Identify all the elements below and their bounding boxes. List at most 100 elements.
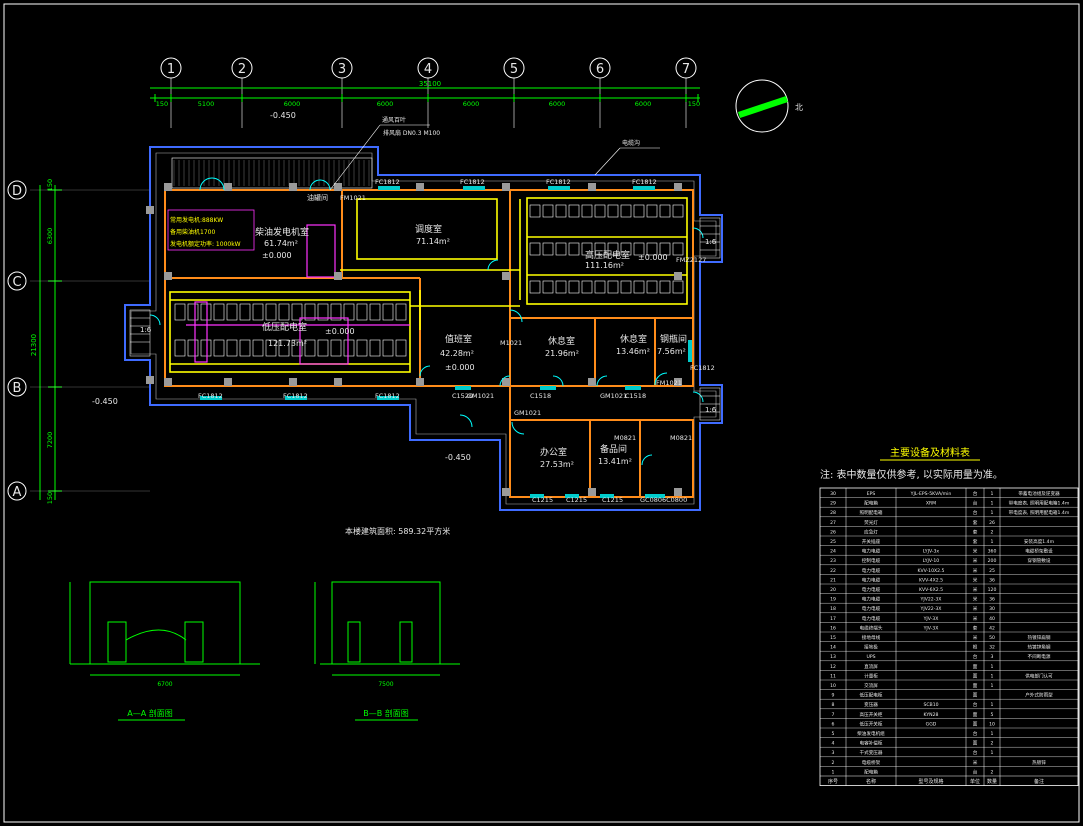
section-bb: [314, 581, 460, 676]
table-cell: 台: [973, 768, 978, 775]
gen-note-1: 常用发电机:888KW: [170, 216, 223, 224]
window-label: C1215: [532, 496, 553, 504]
room-oil-name: 油罐间: [307, 193, 328, 202]
table-cell: 2: [991, 529, 994, 535]
axis-col-1: 1: [167, 62, 175, 77]
table-cell: 360: [988, 549, 997, 555]
table-cell: 13: [830, 654, 836, 660]
table-cell: 干式变压器: [860, 749, 883, 756]
table-cell: 1: [832, 769, 835, 775]
table-cell: 带蓄电池组及逆变器: [1018, 490, 1060, 497]
floor-plan: [124, 124, 723, 511]
section-aa-title: A—A 剖面图: [127, 708, 173, 718]
window-label: M0821: [614, 434, 636, 442]
dim-left: 150: [46, 492, 54, 504]
window-label: C1518: [625, 392, 646, 400]
callout-cable-trench: 电缆沟: [622, 139, 640, 147]
table-cell: 台: [973, 653, 978, 660]
table-cell: 50: [989, 635, 995, 641]
total-area: 本楼建筑面积: 589.32平方米: [345, 526, 450, 536]
table-header-cell: 型号及规格: [918, 778, 943, 785]
table-cell: KVV-6X2.5: [919, 587, 943, 593]
room-ctrl-area: 71.14m²: [416, 237, 450, 246]
table-cell: 9: [832, 693, 835, 699]
table-cell: 热镀锌扁钢: [1028, 634, 1051, 641]
table-cell: 30: [989, 606, 995, 612]
axis-row-A: A: [13, 485, 22, 500]
table-cell: 14: [830, 645, 836, 651]
table-cell: 20: [830, 587, 836, 593]
table-cell: 电力电缆: [862, 605, 881, 612]
window-label: GC0806C0800: [640, 496, 687, 504]
gen-note-2: 备用柴油机1700: [170, 228, 215, 236]
table-cell: 面: [973, 741, 978, 747]
table-cell: 16: [830, 625, 836, 631]
table-cell: 台: [973, 701, 978, 708]
table-cell: 电力电缆: [862, 586, 881, 593]
table-header-cell: 数量: [987, 778, 997, 785]
level-outside-left: -0.450: [92, 397, 118, 406]
dim-total-top: 35100: [419, 80, 441, 88]
table-cell: 根: [973, 644, 978, 651]
table-cell: 热镀锌: [1032, 759, 1046, 766]
table-cell: 变压器: [864, 701, 878, 708]
dim-top: 150: [156, 100, 168, 108]
table-cell: KVV-4X2.5: [919, 577, 943, 583]
table-header-cell: 名称: [866, 778, 876, 785]
table-cell: 配电箱: [864, 500, 878, 507]
window-label: FMZ2127: [676, 256, 706, 264]
axis-col-7: 7: [682, 62, 690, 77]
table-cell: 1: [991, 683, 994, 689]
table-title: 主要设备及材料表: [890, 446, 970, 459]
table-cell: 米: [973, 548, 978, 555]
room-generator-area: 61.74m²: [264, 239, 298, 248]
room-rest-area: 21.96m²: [545, 349, 579, 358]
ratio-left: 1:6: [140, 326, 152, 334]
room-spare-name: 备品间: [600, 443, 627, 455]
table-cell: 电容补偿柜: [860, 740, 883, 747]
table-cell: 电力电缆: [862, 548, 881, 555]
table-cell: 低压配电柜: [860, 692, 883, 699]
table-cell: YJV22-3X: [920, 597, 942, 603]
room-rest-name: 休息室: [548, 335, 575, 347]
table-cell: 1: [991, 501, 994, 507]
table-cell: 接地母线: [862, 634, 881, 641]
table-cell: 米: [973, 586, 978, 593]
axis-col-2: 2: [238, 62, 246, 77]
room-rest2-area: 13.46m²: [616, 347, 650, 356]
window-label: FC1812: [690, 364, 715, 372]
window-label: FC1812: [546, 178, 571, 186]
room-hv-level: ±0.000: [638, 253, 668, 262]
room-lv-area: 121.73m²: [268, 339, 307, 348]
table-cell: 户外式防雨型: [1025, 692, 1053, 699]
window-label: GM1021: [514, 409, 541, 417]
table-cell: 30: [830, 491, 836, 497]
axis-row-B: B: [13, 381, 22, 396]
table-cell: YJV-3X: [923, 625, 939, 631]
table-cell: 套: [973, 528, 978, 535]
table-cell: 1: [991, 510, 994, 516]
table-cell: 1: [991, 702, 994, 708]
table-cell: 套: [973, 519, 978, 526]
table-cell: 面: [973, 693, 978, 699]
callout-vent: 通风百叶: [382, 116, 406, 124]
table-cell: 米: [973, 605, 978, 612]
table-cell: 米: [973, 759, 978, 766]
room-spare-area: 13.41m²: [598, 457, 632, 466]
window-label: C1520: [452, 392, 473, 400]
dim-top: 6000: [377, 100, 394, 108]
table-cell: 供电部门认可: [1025, 672, 1053, 679]
window-label: FC1812: [375, 392, 400, 400]
table-cell: 套: [973, 538, 978, 545]
table-cell: XRM: [926, 501, 936, 507]
table-header-cell: 单位: [970, 778, 980, 785]
table-cell: 28: [830, 510, 836, 516]
dim-top: 6000: [463, 100, 480, 108]
section-bb-dim: 7500: [378, 681, 393, 688]
axis-col-3: 3: [338, 62, 346, 77]
table-cell: 带电度表, 照明用配电箱1.4m: [1009, 500, 1070, 507]
table-cell: 36: [989, 597, 995, 603]
room-lv-name: 低压配电室: [262, 321, 307, 333]
table-cell: 安装高度1.4m: [1024, 538, 1055, 545]
